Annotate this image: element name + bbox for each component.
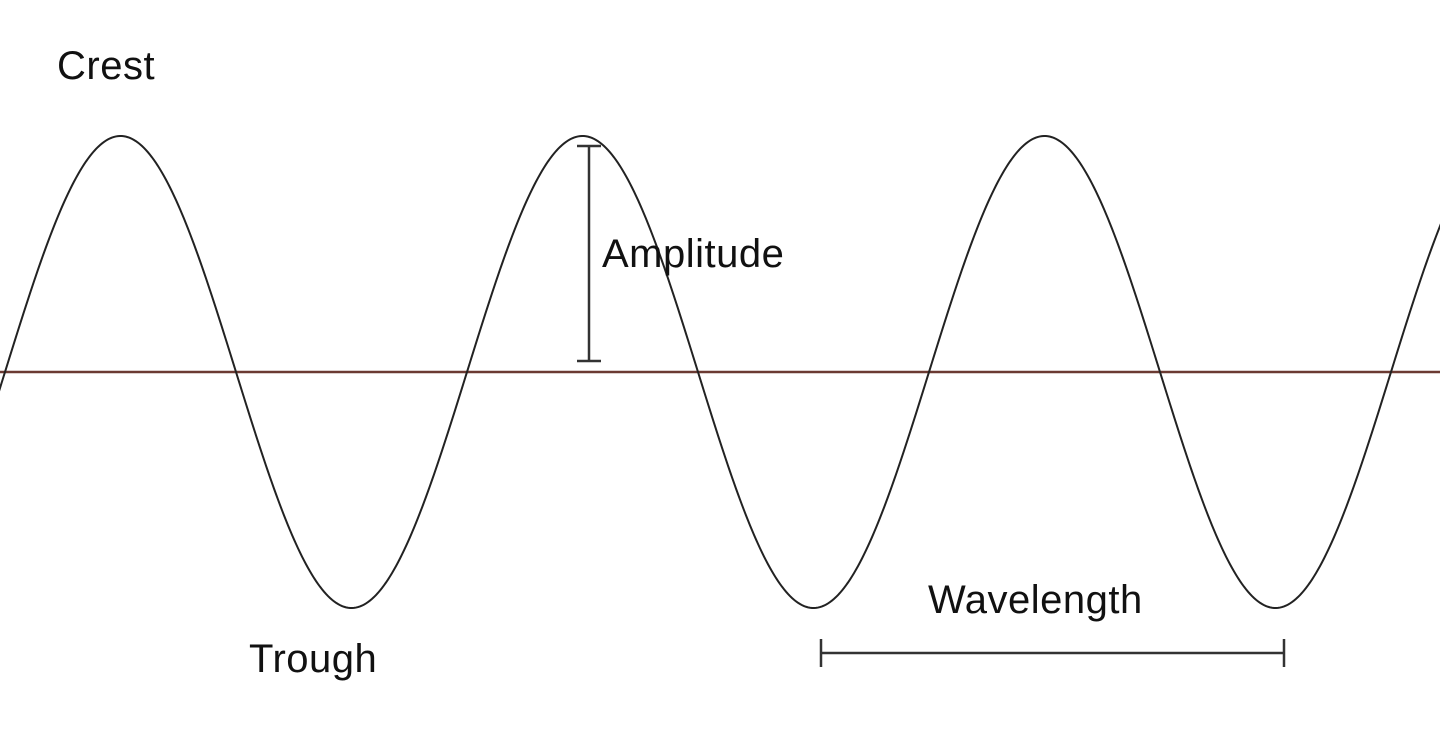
trough-label: Trough — [249, 637, 378, 681]
wavelength-label: Wavelength — [928, 578, 1143, 622]
wavelength-marker — [819, 639, 1286, 667]
amplitude-label: Amplitude — [602, 232, 785, 276]
amplitude-marker — [577, 144, 601, 363]
crest-label: Crest — [57, 44, 156, 88]
sine-wave — [0, 135, 1440, 609]
